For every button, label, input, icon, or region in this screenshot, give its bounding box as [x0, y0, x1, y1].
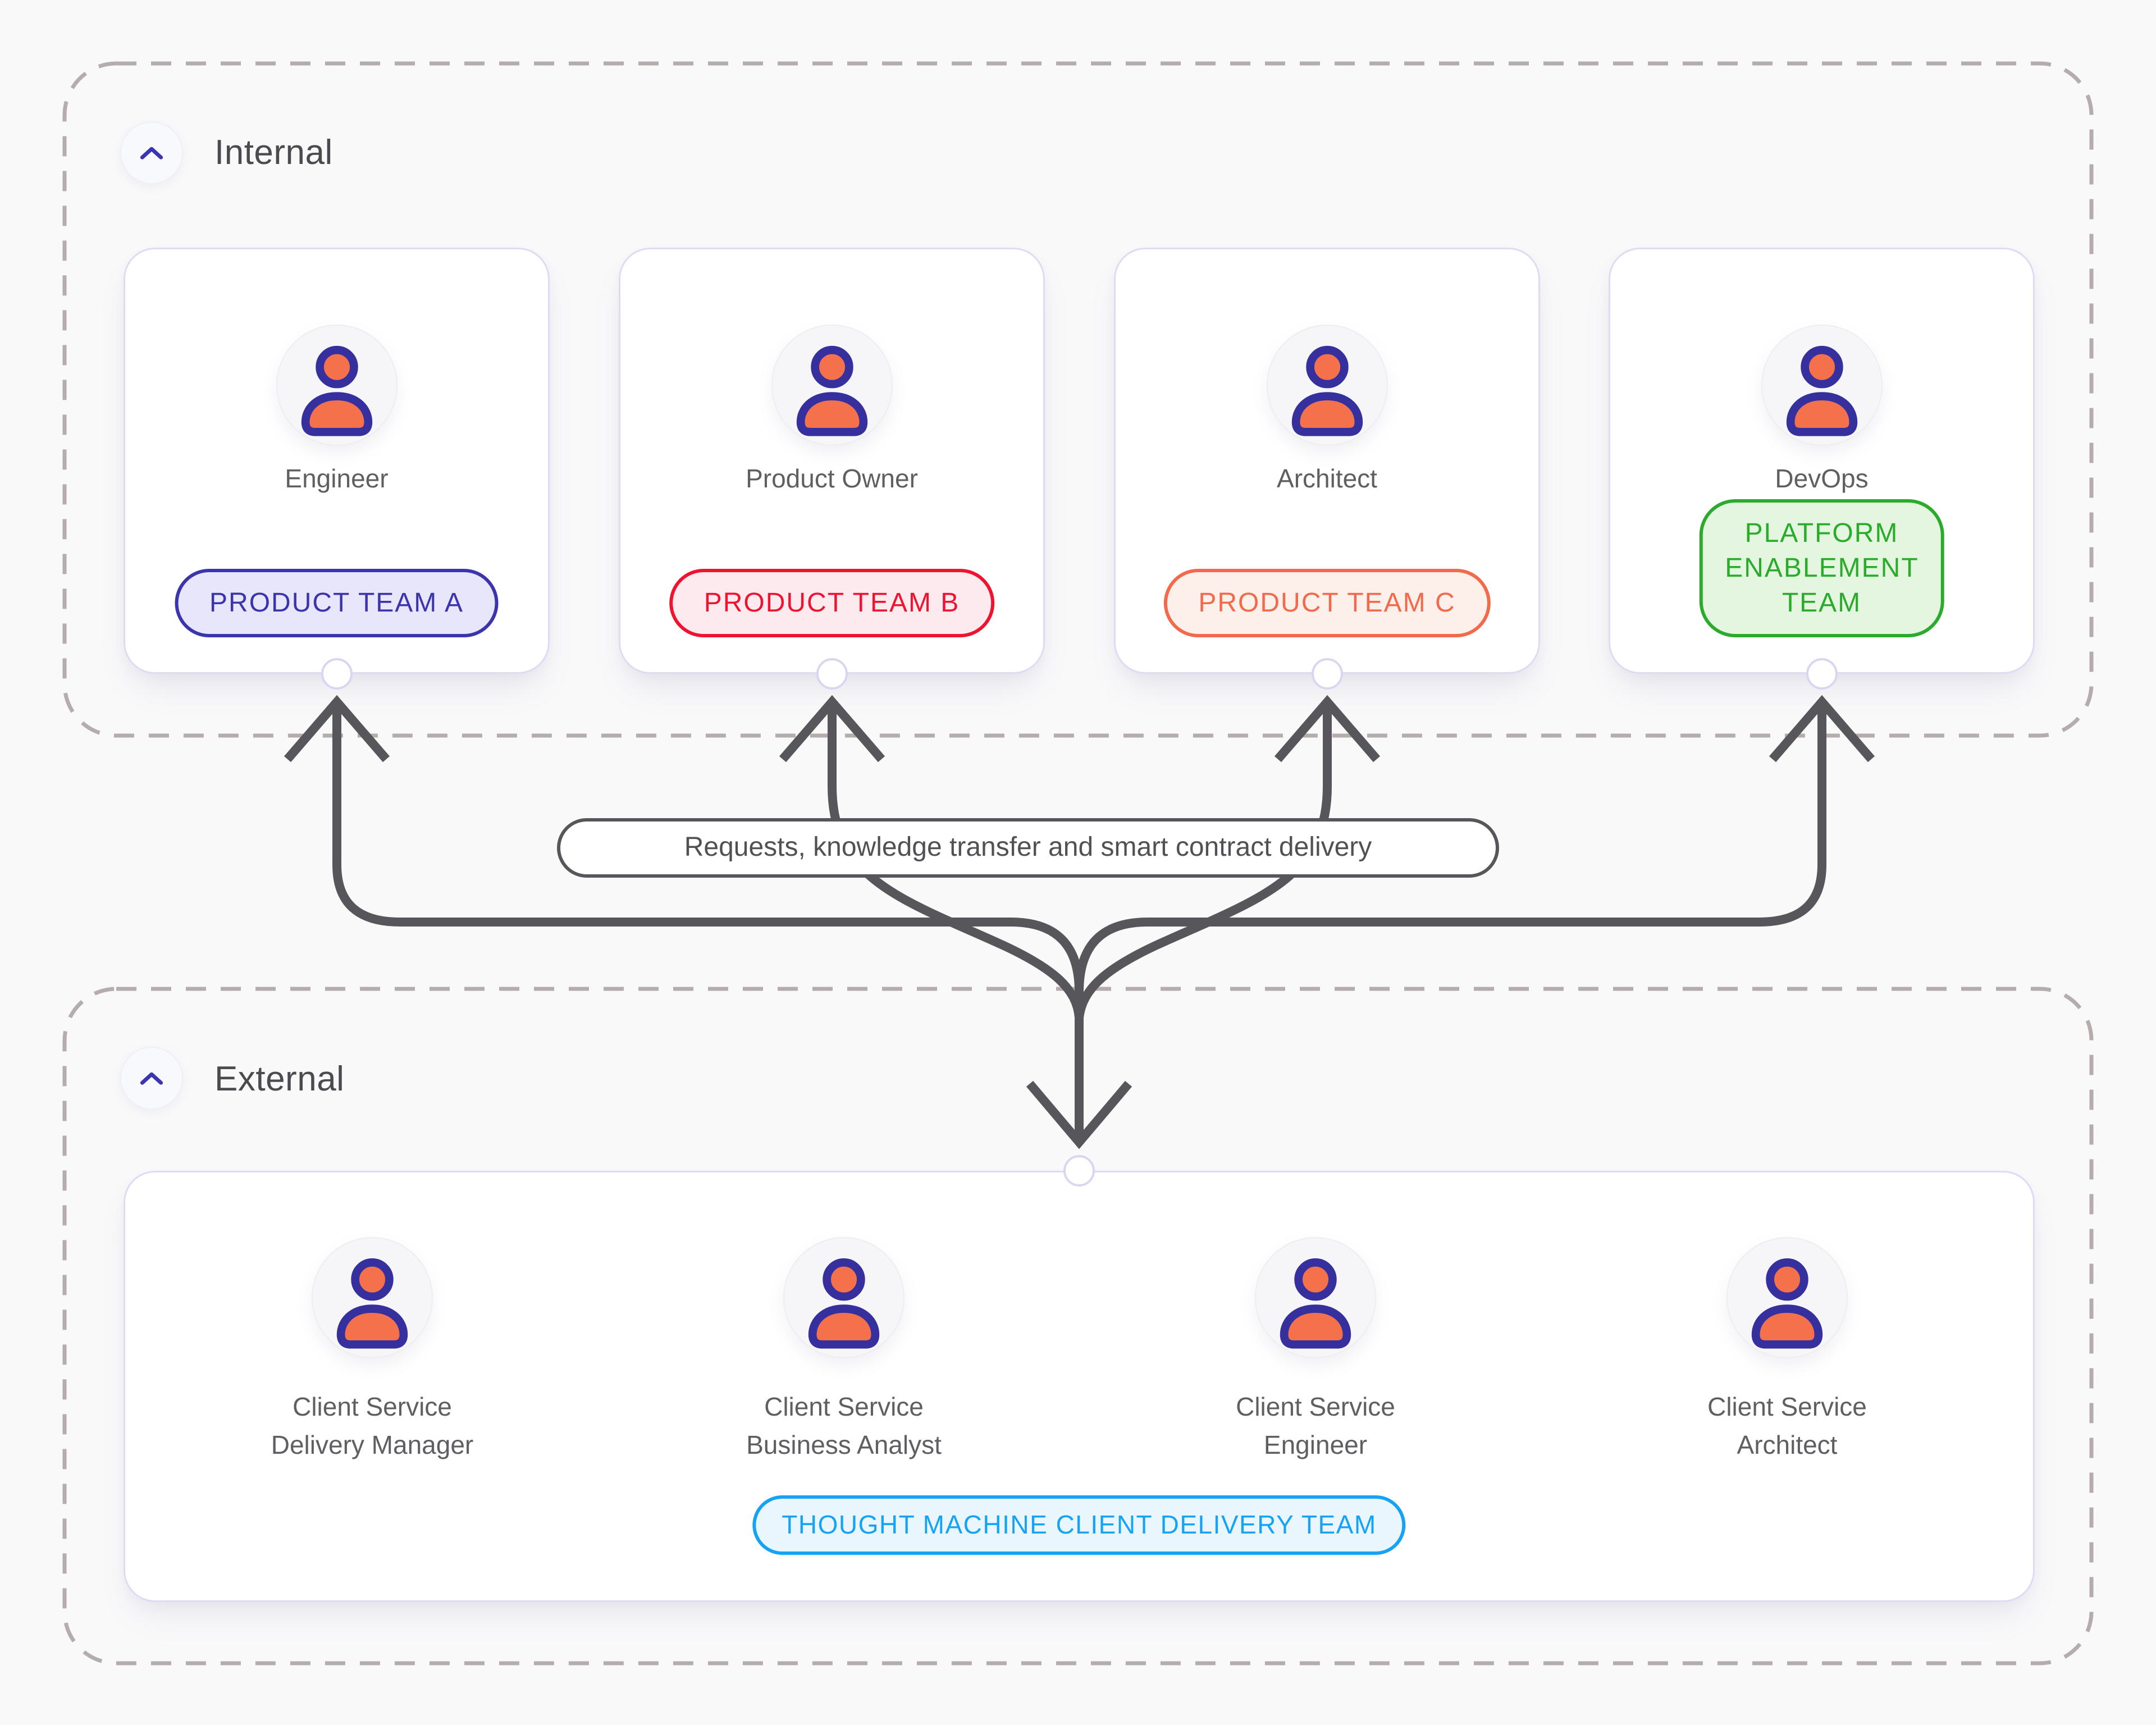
avatar	[276, 325, 398, 446]
external-collapse-button[interactable]	[120, 1047, 183, 1110]
card-client-delivery-team: Client Service Delivery Manager Client S…	[124, 1171, 2035, 1602]
member-business-analyst: Client Service Business Analyst	[647, 1237, 1040, 1464]
team-badge-product-b: PRODUCT TEAM B	[669, 569, 995, 637]
role-label: Engineer	[285, 464, 389, 493]
external-section-title: External	[214, 1060, 345, 1098]
card-devops: DevOps PLATFORM ENABLEMENT TEAM	[1609, 248, 2035, 674]
card-engineer: Engineer PRODUCT TEAM A	[124, 248, 550, 674]
avatar	[1266, 325, 1388, 446]
card-product-owner: Product Owner PRODUCT TEAM B	[619, 248, 1045, 674]
team-badge-thought-machine: THOUGHT MACHINE CLIENT DELIVERY TEAM	[752, 1495, 1406, 1555]
member-engineer: Client Service Engineer	[1119, 1237, 1512, 1464]
avatar	[1255, 1237, 1376, 1358]
person-icon	[789, 1243, 899, 1353]
person-icon	[317, 1243, 427, 1353]
avatar	[1726, 1237, 1848, 1358]
chevron-up-icon	[130, 1057, 173, 1099]
person-icon	[1767, 330, 1877, 440]
person-icon	[1732, 1243, 1842, 1353]
member-architect: Client Service Architect	[1591, 1237, 1984, 1464]
team-badge-product-c: PRODUCT TEAM C	[1163, 569, 1491, 637]
avatar	[1761, 325, 1883, 446]
internal-collapse-button[interactable]	[120, 121, 183, 184]
connection-label: Requests, knowledge transfer and smart c…	[557, 818, 1499, 878]
team-badge-product-a: PRODUCT TEAM A	[175, 569, 499, 637]
card-architect: Architect PRODUCT TEAM C	[1114, 248, 1540, 674]
person-icon	[1272, 330, 1382, 440]
internal-section-title: Internal	[214, 133, 333, 172]
avatar	[783, 1237, 905, 1358]
person-icon	[282, 330, 392, 440]
member-label: Client Service Architect	[1707, 1392, 1867, 1459]
person-icon	[777, 330, 887, 440]
role-label: Product Owner	[746, 464, 918, 493]
person-icon	[1260, 1243, 1371, 1353]
role-label: DevOps	[1775, 464, 1869, 493]
role-label: Architect	[1277, 464, 1377, 493]
team-badge-platform-enablement: PLATFORM ENABLEMENT TEAM	[1699, 499, 1944, 637]
avatar	[771, 325, 893, 446]
chevron-up-icon	[130, 131, 173, 174]
member-label: Client Service Business Analyst	[746, 1392, 942, 1459]
avatar	[312, 1237, 433, 1358]
member-delivery-manager: Client Service Delivery Manager	[176, 1237, 569, 1464]
member-label: Client Service Delivery Manager	[271, 1392, 474, 1459]
member-label: Client Service Engineer	[1236, 1392, 1395, 1459]
